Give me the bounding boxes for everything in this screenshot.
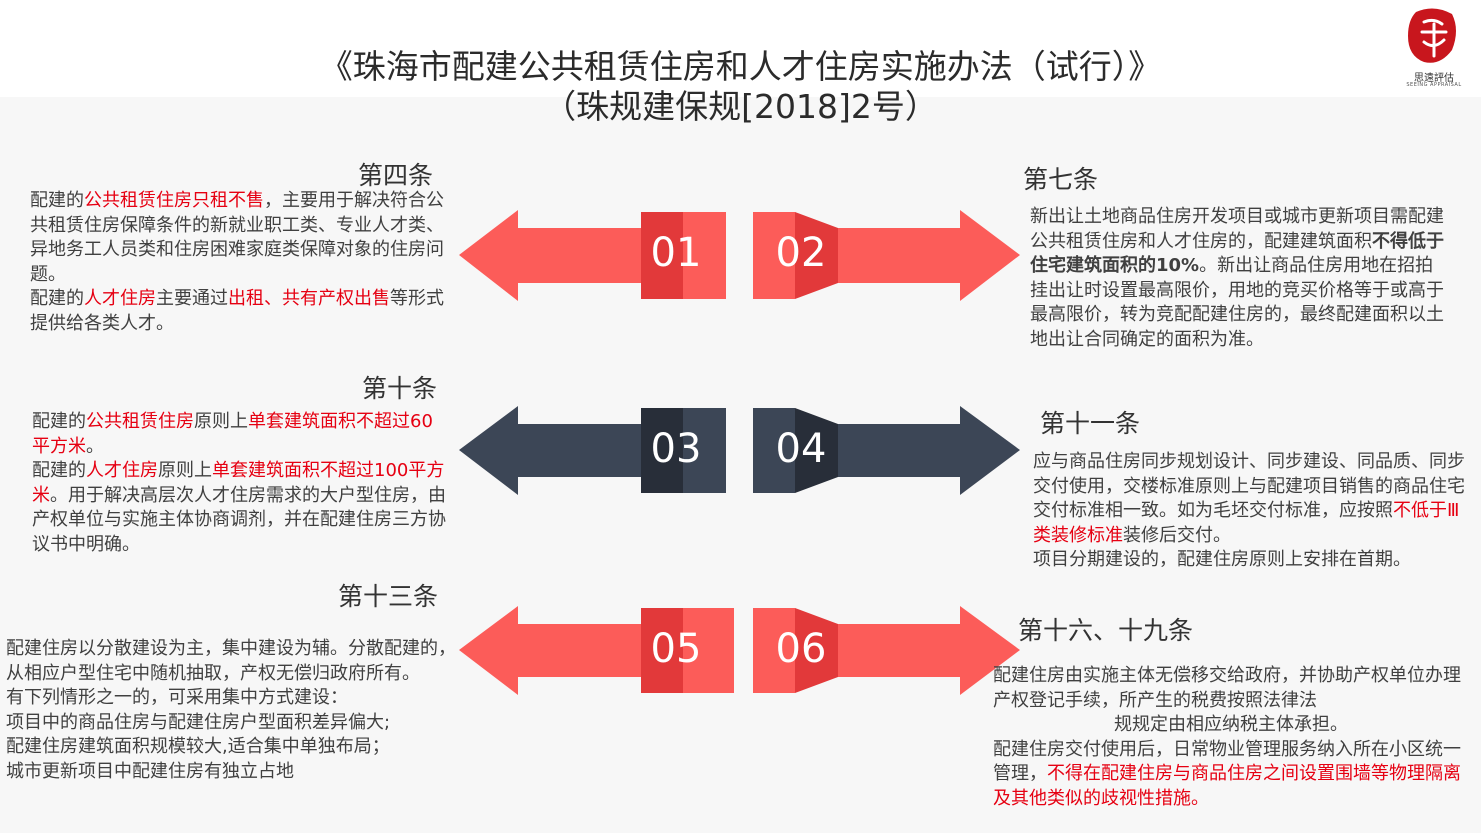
number-04: 04 (775, 426, 827, 472)
logo-chinese-name: 思遠評估 (1414, 73, 1454, 84)
number-01: 01 (650, 230, 702, 276)
article-7-heading: 第七条 (1023, 165, 1099, 194)
article-11-text: 应与商品住房同步规划设计、同步建设、同品质、同步交付使用，交楼标准原则上与配建项… (1033, 451, 1465, 570)
article-11-heading: 第十一条 (1040, 409, 1141, 438)
arrow-04-right (753, 406, 1020, 495)
arrow-06-right (753, 606, 1020, 695)
logo-english-name: SEEING APPRAISAL (1406, 82, 1462, 88)
article-16-19-heading: 第十六、十九条 (1018, 616, 1194, 645)
number-02: 02 (775, 230, 827, 276)
content-background (0, 97, 1481, 833)
number-05: 05 (650, 626, 702, 672)
arrow-01-left (459, 210, 726, 301)
number-03: 03 (650, 426, 702, 472)
article-10-text: 配建的公共租赁住房原则上单套建筑面积不超过60平方米。 配建的人才住房原则上单套… (32, 411, 446, 555)
arrow-02-right (753, 210, 1020, 301)
article-7-text: 新出让土地商品住房开发项目或城市更新项目需配建公共租赁住房和人才住房的，配建建筑… (1030, 206, 1444, 350)
arrow-05-left (459, 606, 734, 695)
page-subtitle: （珠规建保规[2018]2号） (543, 87, 938, 126)
page-title: 《珠海市配建公共租赁住房和人才住房实施办法（试行）》 (319, 47, 1162, 86)
number-06: 06 (775, 626, 827, 672)
article-4-text: 配建的公共租赁住房只租不售，主要用于解决符合公共租赁住房保障条件的新就业职工类、… (30, 190, 444, 334)
article-13-text: 配建住房以分散建设为主，集中建设为辅。分散配建的，从相应户型住宅中随机抽取，产权… (6, 638, 456, 782)
article-16-19-text: 配建住房由实施主体无偿移交给政府，并协助产权单位办理产权登记手续，所产生的税费按… (993, 665, 1461, 809)
article-10-heading: 第十条 (362, 374, 438, 403)
arrow-03-left (459, 406, 726, 495)
article-13-heading: 第十三条 (338, 582, 439, 611)
article-4-heading: 第四条 (358, 161, 434, 190)
seeing-appraisal-logo (1408, 8, 1456, 63)
